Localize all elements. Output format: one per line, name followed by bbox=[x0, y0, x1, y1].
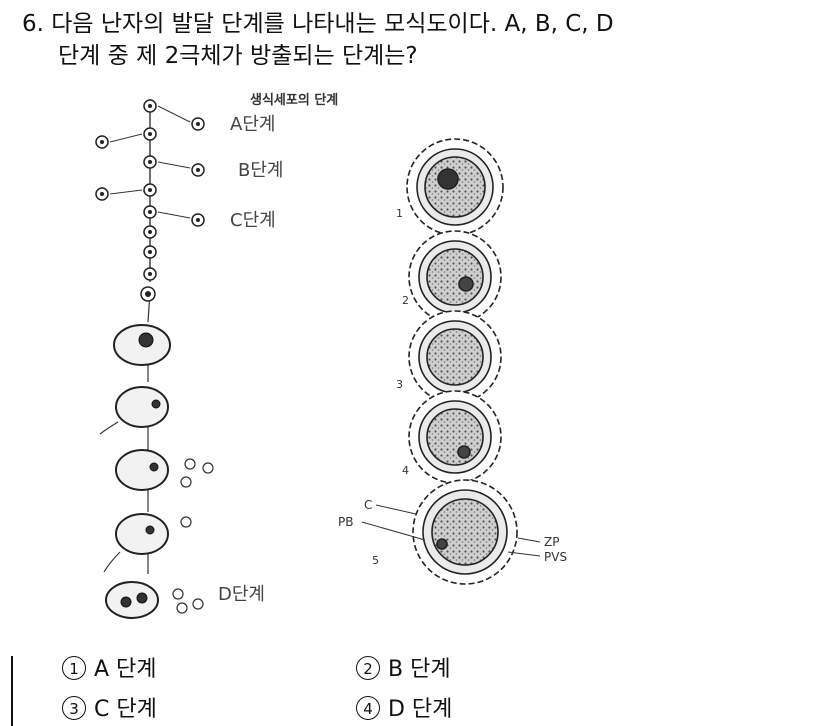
choice-2-number: 2 bbox=[356, 656, 380, 680]
choice-2[interactable]: 2 B 단계 bbox=[356, 656, 451, 683]
choice-4-text: D 단계 bbox=[388, 697, 453, 722]
follicle-number-1: 1 bbox=[396, 207, 403, 220]
choice-4-number: 4 bbox=[356, 696, 380, 720]
choice-3[interactable]: 3 C 단계 bbox=[62, 696, 157, 723]
oocyte-series bbox=[105, 324, 171, 619]
label-pvs: PVS bbox=[544, 550, 567, 564]
label-c: C bbox=[364, 498, 372, 512]
question-text: 6. 다음 난자의 발달 단계를 나타내는 모식도이다. A, B, C, D … bbox=[22, 8, 812, 72]
choice-1-number: 1 bbox=[62, 656, 86, 680]
stage-label-c: C단계 bbox=[230, 210, 276, 231]
choice-1[interactable]: 1 A 단계 bbox=[62, 656, 157, 683]
choice-4[interactable]: 4 D 단계 bbox=[356, 696, 452, 723]
question-line-1: 6. 다음 난자의 발달 단계를 나타내는 모식도이다. A, B, C, D bbox=[22, 11, 614, 37]
follicle-series bbox=[406, 138, 518, 585]
choice-3-text: C 단계 bbox=[94, 697, 157, 722]
choice-3-number: 3 bbox=[62, 696, 86, 720]
choice-1-text: A 단계 bbox=[94, 657, 157, 682]
stage-label-b: B단계 bbox=[238, 160, 283, 181]
follicle-number-2: 2 bbox=[402, 294, 409, 307]
follicle-number-3: 3 bbox=[396, 378, 403, 391]
label-pb: PB bbox=[338, 515, 353, 529]
oocyte-development-figure: 생식세포의 단계 bbox=[80, 82, 620, 622]
choice-2-text: B 단계 bbox=[388, 657, 451, 682]
label-zp: ZP bbox=[544, 535, 559, 549]
stage-label-d: D단계 bbox=[218, 584, 265, 605]
stage-label-a: A단계 bbox=[230, 114, 275, 135]
follicle-number-5: 5 bbox=[372, 554, 379, 567]
question-line-2: 단계 중 제 2극체가 방출되는 단계는? bbox=[58, 43, 418, 69]
margin-rule bbox=[11, 656, 13, 726]
follicle-number-4: 4 bbox=[402, 464, 409, 477]
figure-title: 생식세포의 단계 bbox=[250, 92, 338, 108]
